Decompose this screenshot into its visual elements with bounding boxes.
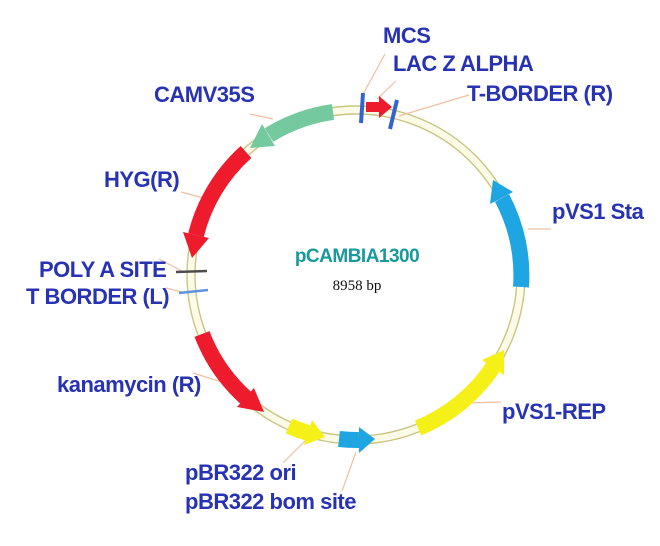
label-tborder-r: T-BORDER (R) bbox=[467, 81, 613, 106]
pvs1-rep-arrowhead bbox=[482, 350, 504, 375]
label-hyg: HYG(R) bbox=[104, 167, 180, 192]
hyg-arc bbox=[188, 146, 252, 238]
camv35s-arrowhead bbox=[250, 124, 275, 148]
pvs1-sta-arrow bbox=[490, 180, 530, 288]
mcs-tick bbox=[359, 92, 365, 124]
leader-line-polya bbox=[158, 258, 183, 272]
leader-line-mcs bbox=[361, 53, 386, 97]
label-polya: POLY A SITE bbox=[39, 257, 167, 282]
leader-lines bbox=[158, 53, 551, 492]
kanamycin-arrow bbox=[194, 330, 264, 412]
leader-line-pbr322-bom bbox=[341, 451, 357, 492]
pbr322-ori-arc bbox=[285, 418, 311, 441]
plasmid-title: pCAMBIA1300 bbox=[294, 246, 420, 267]
hyg-arrow bbox=[183, 146, 252, 258]
pvs1-sta-arc bbox=[494, 194, 530, 288]
leader-line-camv35s bbox=[249, 113, 274, 120]
pbr322-bom-arrow bbox=[338, 427, 375, 453]
label-pvs1-rep: pVS1-REP bbox=[502, 399, 606, 424]
pvs1-rep-arrow bbox=[414, 350, 504, 436]
pvs1-sta-arrowhead bbox=[490, 180, 513, 204]
label-lacz: LAC Z ALPHA bbox=[393, 51, 534, 76]
camv35s-arrow bbox=[250, 104, 335, 148]
label-mcs: MCS bbox=[383, 23, 431, 48]
pbr322-ori-arrowhead bbox=[304, 420, 325, 445]
label-pbr322-bom: pBR322 bom site bbox=[185, 489, 357, 514]
leader-line-lacz bbox=[376, 80, 397, 100]
leader-line-pbr322-ori bbox=[282, 438, 308, 464]
label-pvs1-sta: pVS1 Sta bbox=[552, 199, 644, 224]
lacz-arrow bbox=[366, 96, 392, 118]
label-kanamycin: kanamycin (R) bbox=[57, 372, 201, 397]
camv35s-arc bbox=[264, 104, 335, 142]
label-camv35s: CAMV35S bbox=[154, 82, 255, 107]
label-tborder-l: T BORDER (L) bbox=[26, 284, 170, 309]
tborder-l-tick bbox=[178, 288, 209, 295]
kanamycin-arc bbox=[194, 330, 252, 404]
polya-tick bbox=[175, 269, 208, 274]
hyg-arrowhead bbox=[183, 232, 209, 258]
pbr322-bom-arrowhead bbox=[359, 427, 375, 453]
kanamycin-arrowhead bbox=[237, 388, 264, 412]
tborder-r-tick bbox=[388, 99, 399, 130]
pbr322-ori-arrow bbox=[285, 418, 325, 445]
label-pbr322-ori: pBR322 ori bbox=[185, 460, 297, 485]
leader-line-tborder-r bbox=[398, 94, 470, 117]
pbr322-bom-arc bbox=[338, 431, 360, 449]
plasmid-size: 8958 bp bbox=[332, 278, 382, 294]
pvs1-rep-arc bbox=[414, 362, 500, 436]
